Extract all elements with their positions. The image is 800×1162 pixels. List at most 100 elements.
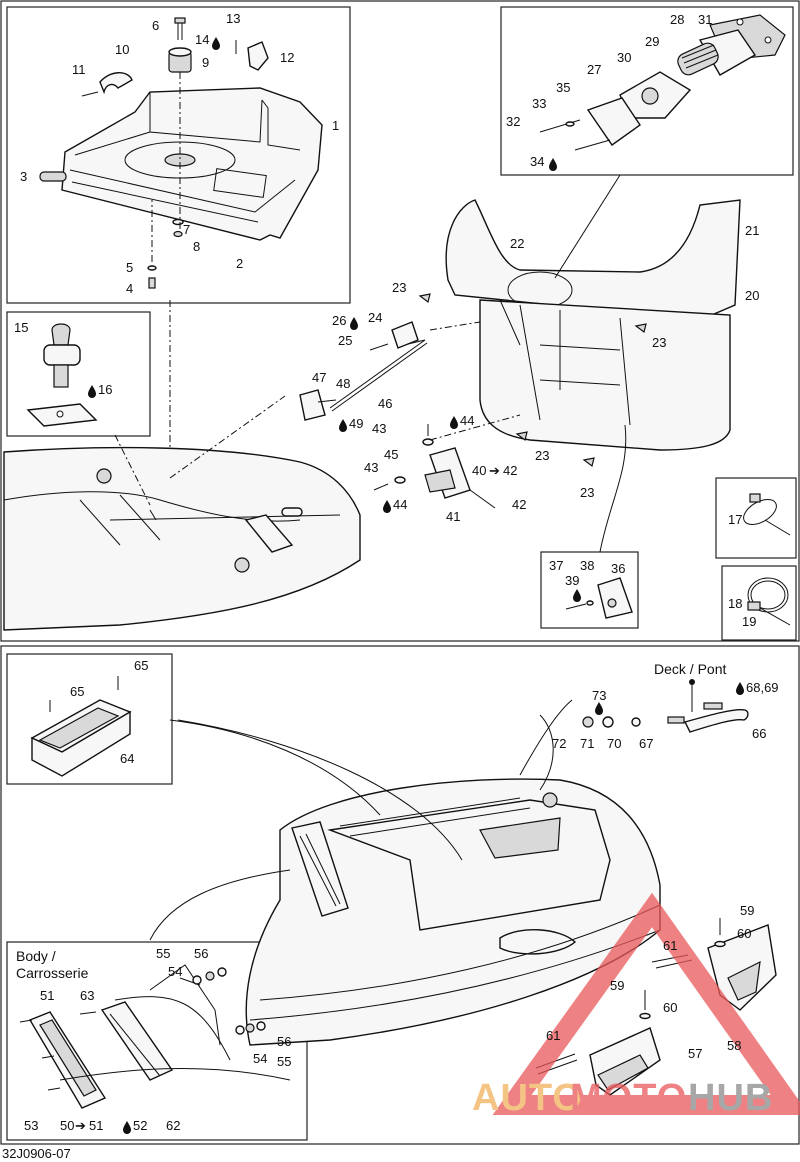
callout-labels: 6 13 14 10 12 9 11 1 3 7 8 2 5 4 28 31 2… — [2, 11, 779, 1161]
callout-43-a: 43 — [372, 421, 386, 436]
storage-tray-drawing — [39, 17, 323, 289]
callout-13: 13 — [226, 11, 240, 26]
inset-storage-tray-frame — [6, 6, 351, 304]
callout-59-a: 59 — [740, 903, 754, 918]
callout-65-a: 65 — [134, 658, 148, 673]
callout-54-b: 54 — [253, 1051, 267, 1066]
callout-23-b: 23 — [652, 335, 666, 350]
inset-hinge-frame — [540, 551, 639, 629]
callout-36: 36 — [611, 561, 625, 576]
callout-21: 21 — [745, 223, 759, 238]
callout-38: 38 — [580, 558, 594, 573]
callout-31: 31 — [698, 12, 712, 27]
callout-23-a: 23 — [392, 280, 406, 295]
callout-9: 9 — [202, 55, 209, 70]
callout-53: 53 — [24, 1118, 38, 1133]
callout-57: 57 — [688, 1046, 702, 1061]
callout-19: 19 — [742, 614, 756, 629]
callout-59-b: 59 — [610, 978, 624, 993]
callout-14: 14 — [195, 32, 209, 47]
inset-latch-frame — [6, 311, 151, 437]
callout-46: 46 — [378, 396, 392, 411]
callout-40: 40 — [472, 463, 486, 478]
callout-55-a: 55 — [156, 946, 170, 961]
hardware-drawing — [299, 293, 647, 509]
lower-panel-frame — [0, 645, 800, 1145]
callout-11: 11 — [72, 62, 86, 77]
side-panel-drawing — [535, 918, 777, 1096]
seat-backrest-drawing — [445, 199, 741, 451]
callout-2: 2 — [236, 256, 243, 271]
callout-8: 8 — [193, 239, 200, 254]
callout-71: 71 — [580, 736, 594, 751]
callout-58: 58 — [727, 1038, 741, 1053]
callout-39: 39 — [565, 573, 579, 588]
inset-clamp-17-frame — [715, 477, 797, 559]
body-label-line1: Body / — [16, 948, 56, 964]
callout-32: 32 — [506, 114, 520, 129]
watermark-logo: AUTO MOTO HUB — [472, 892, 800, 1119]
callout-35: 35 — [556, 80, 570, 95]
small-hinge-drawing — [565, 577, 633, 619]
callout-61-a: 61 — [663, 938, 677, 953]
grab-handle-drawing — [539, 14, 786, 151]
deck-drawing — [3, 300, 361, 631]
callout-26: 26 — [332, 313, 346, 328]
watermark-text-auto: AUTO — [472, 1077, 583, 1119]
svg-text:➔: ➔ — [75, 1118, 86, 1133]
callout-30: 30 — [617, 50, 631, 65]
callout-37: 37 — [549, 558, 563, 573]
inset-grab-handle-frame — [500, 6, 794, 176]
callout-10: 10 — [115, 42, 129, 57]
callout-49: 49 — [349, 416, 363, 431]
callout-63: 63 — [80, 988, 94, 1003]
inset-clamp-18-frame — [721, 565, 797, 641]
callout-61-b: 61 — [546, 1028, 560, 1043]
callout-52: 52 — [133, 1118, 147, 1133]
callout-44-b: 44 — [393, 497, 407, 512]
watermark-text-hub: HUB — [688, 1077, 773, 1119]
drawing-ref-code: 32J0906-07 — [2, 1146, 71, 1161]
callout-27: 27 — [587, 62, 601, 77]
inset-glove-box-frame — [6, 653, 173, 785]
callout-6: 6 — [152, 18, 159, 33]
callout-65-b: 65 — [70, 684, 84, 699]
callout-67: 67 — [639, 736, 653, 751]
callout-66: 66 — [752, 726, 766, 741]
callout-60-a: 60 — [737, 926, 751, 941]
callout-22: 22 — [510, 236, 524, 251]
callout-48: 48 — [336, 376, 350, 391]
deck-label: Deck / Pont — [654, 661, 726, 677]
glove-box-drawing — [30, 676, 132, 777]
callout-62: 62 — [166, 1118, 180, 1133]
callout-43-b: 43 — [364, 460, 378, 475]
callout-47: 47 — [312, 370, 326, 385]
leader-handle-to-seat — [554, 174, 621, 279]
callout-18: 18 — [728, 596, 742, 611]
callout-54-a: 54 — [168, 964, 182, 979]
callout-72: 72 — [552, 736, 566, 751]
deck-hose-drawing — [582, 679, 749, 733]
latch-striker-drawing — [26, 323, 98, 427]
callout-60-b: 60 — [663, 1000, 677, 1015]
callout-44-a: 44 — [460, 413, 474, 428]
callout-23-d: 23 — [580, 485, 594, 500]
callout-29: 29 — [645, 34, 659, 49]
watermark-text-moto: MOTO — [570, 1077, 687, 1119]
callout-56-b: 56 — [277, 1034, 291, 1049]
callout-73: 73 — [592, 688, 606, 703]
callout-5: 5 — [126, 260, 133, 275]
body-label-line2: Carrosserie — [16, 965, 89, 981]
callout-4: 4 — [126, 281, 133, 296]
callout-40-to: 42 — [503, 463, 517, 478]
callout-64: 64 — [120, 751, 134, 766]
callout-70: 70 — [607, 736, 621, 751]
callout-24: 24 — [368, 310, 382, 325]
rear-body-drawing — [149, 699, 661, 1046]
callout-33: 33 — [532, 96, 546, 111]
callout-17: 17 — [728, 512, 742, 527]
callout-16: 16 — [98, 382, 112, 397]
callout-56-a: 56 — [194, 946, 208, 961]
callout-20: 20 — [745, 288, 759, 303]
